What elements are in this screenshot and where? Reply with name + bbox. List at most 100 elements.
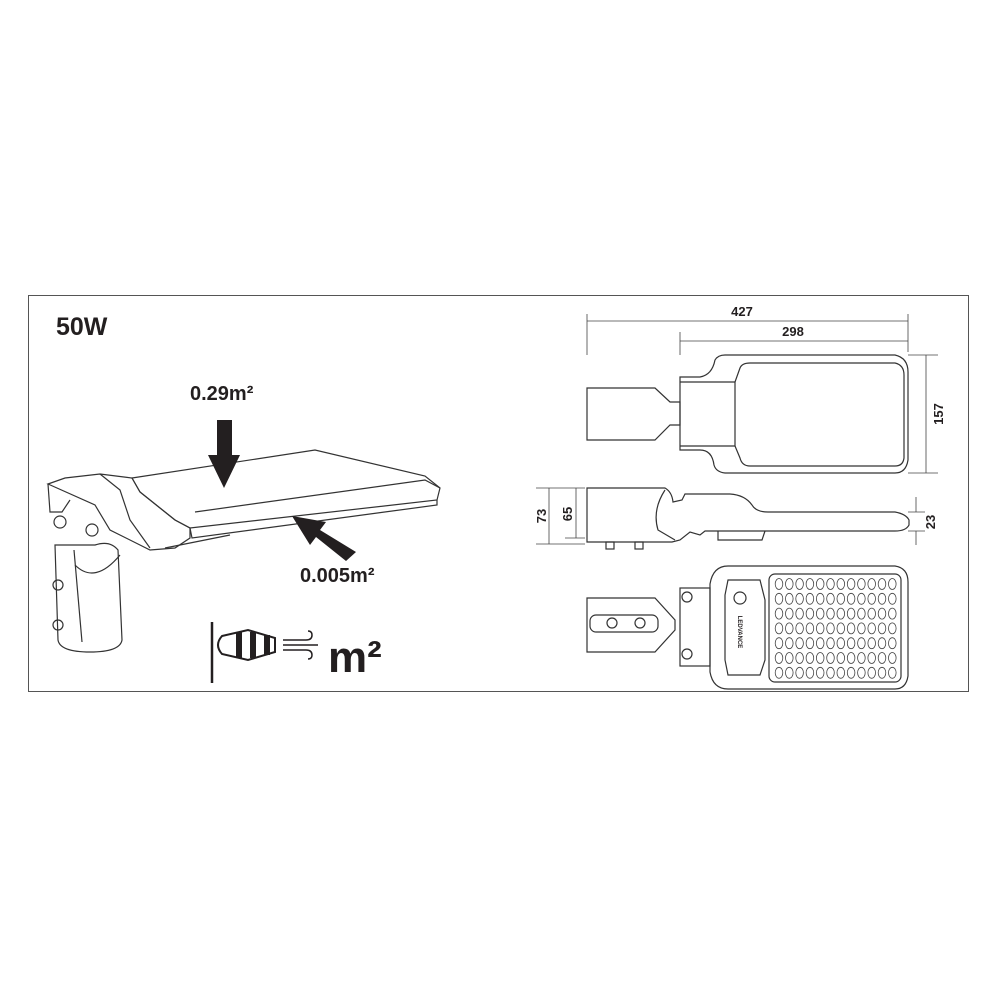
led-lens <box>877 666 887 679</box>
led-lens <box>836 666 845 679</box>
led-lens <box>846 592 856 605</box>
led-lens <box>867 607 876 620</box>
led-lens <box>857 607 866 620</box>
windsock-icon <box>210 622 276 683</box>
led-lens <box>805 666 815 679</box>
led-lens <box>836 592 845 605</box>
luminaire-illustration <box>46 420 441 653</box>
top-area-label: 0.29m² <box>190 383 254 405</box>
led-lens <box>774 592 784 605</box>
led-grid <box>774 578 897 679</box>
led-lens <box>826 637 835 650</box>
led-lens <box>805 592 815 605</box>
led-lens <box>795 666 804 679</box>
led-lens <box>795 652 804 664</box>
led-lens <box>836 607 845 620</box>
side-view <box>536 487 925 550</box>
led-lens <box>816 592 825 605</box>
led-lens <box>888 637 897 650</box>
led-lens <box>805 578 815 590</box>
side-area-label: 0.005m² <box>300 565 375 587</box>
dim-65: 65 <box>560 507 575 521</box>
led-lens <box>774 637 784 650</box>
dim-23: 23 <box>923 515 938 529</box>
led-lens <box>877 637 887 650</box>
led-lens <box>785 637 794 650</box>
led-lens <box>888 652 897 664</box>
led-lens <box>877 578 887 590</box>
led-lens <box>774 578 784 590</box>
led-lens <box>877 622 887 635</box>
led-lens <box>805 622 815 635</box>
led-lens <box>785 622 794 635</box>
dim-157: 157 <box>931 403 946 425</box>
led-lens <box>867 637 876 650</box>
led-lens <box>826 607 835 620</box>
led-lens <box>826 652 835 664</box>
led-lens <box>857 578 866 590</box>
down-arrow-icon <box>208 420 240 488</box>
led-lens <box>877 652 887 664</box>
led-lens <box>785 652 794 664</box>
led-lens <box>826 622 835 635</box>
led-lens <box>816 607 825 620</box>
led-lens <box>867 652 876 664</box>
led-lens <box>816 666 825 679</box>
led-lens <box>774 607 784 620</box>
wattage-title: 50W <box>56 313 108 341</box>
led-lens <box>857 652 866 664</box>
dim-298: 298 <box>782 324 804 339</box>
led-lens <box>785 607 794 620</box>
led-lens <box>836 637 845 650</box>
led-lens <box>888 607 897 620</box>
led-lens <box>795 622 804 635</box>
led-lens <box>826 592 835 605</box>
led-lens <box>816 637 825 650</box>
led-lens <box>826 578 835 590</box>
led-lens <box>846 637 856 650</box>
led-lens <box>857 637 866 650</box>
led-lens <box>846 622 856 635</box>
led-lens <box>846 666 856 679</box>
led-lens <box>846 578 856 590</box>
led-lens <box>816 578 825 590</box>
led-lens <box>846 607 856 620</box>
led-lens <box>857 622 866 635</box>
led-lens <box>867 578 876 590</box>
led-lens <box>867 622 876 635</box>
led-lens <box>877 607 887 620</box>
led-lens <box>867 666 876 679</box>
led-lens <box>785 578 794 590</box>
led-lens <box>888 578 897 590</box>
led-lens <box>826 666 835 679</box>
led-lens <box>774 622 784 635</box>
led-lens <box>836 622 845 635</box>
led-lens <box>888 622 897 635</box>
led-lens <box>795 578 804 590</box>
led-lens <box>785 666 794 679</box>
wind-icon <box>283 630 318 660</box>
led-lens <box>857 666 866 679</box>
led-lens <box>867 592 876 605</box>
led-lens <box>846 652 856 664</box>
led-lens <box>888 592 897 605</box>
dim-427: 427 <box>731 304 753 319</box>
led-lens <box>805 607 815 620</box>
led-lens <box>795 637 804 650</box>
led-lens <box>836 578 845 590</box>
diagram-frame <box>28 295 969 692</box>
led-lens <box>836 652 845 664</box>
ledvance-logo: LEDVANCE <box>736 616 742 649</box>
led-lens <box>816 652 825 664</box>
led-lens <box>877 592 887 605</box>
led-lens <box>774 652 784 664</box>
led-lens <box>857 592 866 605</box>
dim-73: 73 <box>534 509 549 523</box>
led-lens <box>795 607 804 620</box>
led-lens <box>805 652 815 664</box>
windage-unit: m² <box>328 633 382 682</box>
led-lens <box>795 592 804 605</box>
led-lens <box>774 666 784 679</box>
led-lens <box>785 592 794 605</box>
